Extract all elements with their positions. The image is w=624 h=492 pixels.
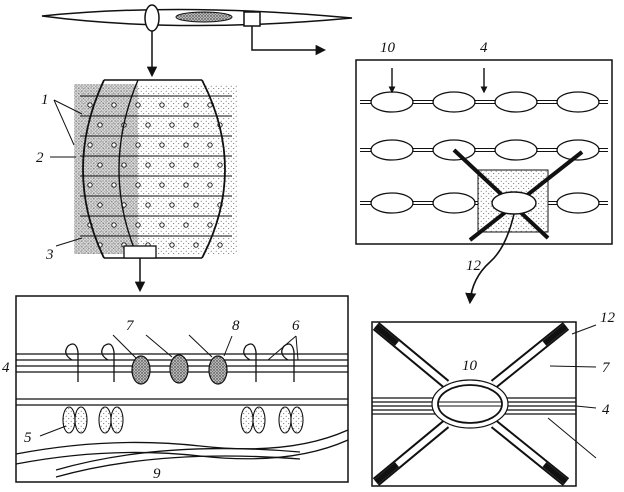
granule bbox=[169, 122, 175, 128]
cell-oval bbox=[370, 139, 414, 161]
granule bbox=[97, 122, 103, 128]
granule bbox=[145, 122, 151, 128]
cell-grid-panel bbox=[355, 59, 613, 305]
granule bbox=[121, 162, 127, 168]
muscle-fiber bbox=[41, 4, 353, 32]
granule bbox=[169, 162, 175, 168]
label-7-left: 7 bbox=[126, 318, 135, 334]
label-2: 2 bbox=[36, 150, 44, 166]
granule bbox=[193, 242, 199, 248]
granule bbox=[169, 242, 175, 248]
cell-oval bbox=[556, 91, 600, 113]
hooked-filament bbox=[240, 343, 266, 434]
cell-oval bbox=[494, 91, 538, 113]
granule bbox=[207, 222, 213, 228]
label-12-right: 12 bbox=[600, 310, 616, 326]
label-6: 6 bbox=[292, 318, 300, 334]
label-10-grid: 10 bbox=[380, 40, 396, 56]
myosin-head-right bbox=[290, 406, 304, 434]
granule bbox=[183, 142, 189, 148]
granule bbox=[207, 182, 213, 188]
hooked-filament bbox=[278, 343, 304, 434]
granule bbox=[97, 162, 103, 168]
myofibril-pointers bbox=[50, 99, 83, 247]
label-10-junction: 10 bbox=[462, 358, 478, 374]
granule bbox=[87, 142, 93, 148]
granule bbox=[135, 102, 141, 108]
granule bbox=[183, 102, 189, 108]
granule bbox=[193, 162, 199, 168]
cell-oval bbox=[432, 192, 476, 214]
granule bbox=[183, 182, 189, 188]
myosin-head-right bbox=[252, 406, 266, 434]
cell-oval bbox=[556, 192, 600, 214]
labels: 1 2 3 4 5 6 7 8 9 10 4 12 12 10 7 4 bbox=[2, 40, 616, 482]
myosin-head-left bbox=[278, 406, 292, 434]
fiber-arrows bbox=[146, 26, 327, 78]
hook-stem bbox=[65, 343, 79, 382]
label-1: 1 bbox=[41, 92, 49, 108]
label-5: 5 bbox=[24, 430, 32, 446]
granule bbox=[183, 222, 189, 228]
label-4-grid: 4 bbox=[480, 40, 488, 56]
cell-oval bbox=[370, 91, 414, 113]
junction-detail-panel bbox=[371, 321, 597, 487]
granule bbox=[169, 202, 175, 208]
myosin-head-left bbox=[98, 406, 112, 434]
myosin-head-right bbox=[110, 406, 124, 434]
cell-oval bbox=[494, 139, 538, 161]
hook-stem bbox=[243, 343, 257, 382]
granule bbox=[111, 142, 117, 148]
myosin-head-left bbox=[62, 406, 76, 434]
sarcomere-detail-panel bbox=[15, 295, 349, 483]
diagonal-band-dark bbox=[374, 323, 399, 346]
granule bbox=[135, 222, 141, 228]
label-9: 9 bbox=[153, 466, 161, 482]
cell-oval bbox=[370, 192, 414, 214]
diagonal-band-dark bbox=[542, 462, 568, 485]
label-12-middle: 12 bbox=[466, 258, 482, 274]
cell-oval bbox=[432, 91, 476, 113]
particles bbox=[39, 334, 299, 437]
granule bbox=[159, 182, 165, 188]
myofibril-segment bbox=[74, 79, 238, 293]
granule bbox=[111, 222, 117, 228]
granule bbox=[145, 162, 151, 168]
granule bbox=[159, 222, 165, 228]
granule bbox=[111, 182, 117, 188]
label-4-left: 4 bbox=[2, 360, 10, 376]
diagonal-band-dark bbox=[374, 462, 399, 485]
cell-oval bbox=[556, 139, 600, 161]
granule bbox=[193, 202, 199, 208]
granule bbox=[193, 122, 199, 128]
granule bbox=[145, 202, 151, 208]
hook-stem bbox=[101, 343, 115, 382]
granule bbox=[87, 102, 93, 108]
granule bbox=[135, 182, 141, 188]
granule bbox=[97, 202, 103, 208]
granule bbox=[217, 162, 223, 168]
label-4-right: 4 bbox=[602, 402, 610, 418]
label-8: 8 bbox=[232, 318, 240, 334]
granule bbox=[159, 142, 165, 148]
granule bbox=[207, 142, 213, 148]
granule bbox=[159, 102, 165, 108]
granule bbox=[111, 102, 117, 108]
label-7-right: 7 bbox=[602, 360, 611, 376]
myosin-head-right bbox=[74, 406, 88, 434]
hooked-filament bbox=[98, 343, 124, 434]
granule bbox=[135, 142, 141, 148]
granule bbox=[87, 182, 93, 188]
myosin-heads bbox=[62, 343, 304, 434]
diagonal-band-dark bbox=[542, 323, 568, 346]
myosin-head-left bbox=[240, 406, 254, 434]
label-3: 3 bbox=[45, 247, 54, 263]
granule bbox=[217, 242, 223, 248]
